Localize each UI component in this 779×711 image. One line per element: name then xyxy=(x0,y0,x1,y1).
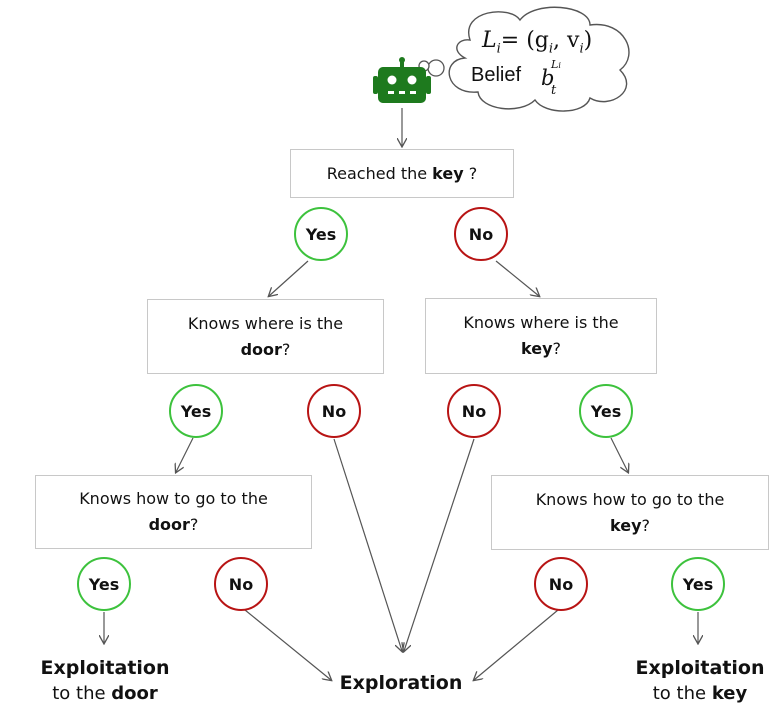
edge-no-rightmid xyxy=(495,260,539,296)
belief-sup: L xyxy=(551,58,559,71)
node-knows-how-key-line2: key? xyxy=(610,515,650,535)
thought-bubble-large xyxy=(427,59,445,77)
thought-cloud xyxy=(418,6,630,112)
formula-rhs: = (g xyxy=(500,28,549,53)
belief-symbol: b xyxy=(541,66,555,90)
formula-lhs: L xyxy=(482,28,497,53)
outcome-exploit-key-title: Exploitation xyxy=(635,657,765,679)
outcome-exploit-door-sub: to the door xyxy=(52,683,158,704)
outcome-exploit-key-sub: to the key xyxy=(652,683,748,704)
outcome-exploration-title: Exploration xyxy=(339,672,463,694)
formula-lhs-sub: i xyxy=(496,41,501,57)
formula-v-sub: i xyxy=(579,41,584,57)
node-knows-where-door-line1: Knows where is the xyxy=(187,313,344,333)
goal-formula: Li= (gi, vi) xyxy=(482,28,592,56)
outcome-exploit-key: Exploitation to the key xyxy=(625,655,775,707)
belief-sup-sub: i xyxy=(558,61,561,70)
outcome-exploit-door-title: Exploitation xyxy=(40,657,170,679)
edge-yes-rightlow xyxy=(610,437,628,472)
answer-no-where-key: No xyxy=(447,384,501,438)
node-knows-how-door-line2: door? xyxy=(148,515,199,534)
edge-no-leftlow-exploration xyxy=(244,609,331,680)
node-knows-how-key: Knows how to go to the key? xyxy=(491,475,769,550)
answer-no-root: No xyxy=(454,207,508,261)
node-knows-where-door-line2: door? xyxy=(240,339,291,359)
node-reached-key-text: Reached the key ? xyxy=(326,163,478,183)
node-knows-where-key-line2: key? xyxy=(521,339,561,358)
outcome-exploit-door: Exploitation to the door xyxy=(30,655,180,707)
node-knows-where-key: Knows where is the key? xyxy=(425,298,657,374)
node-knows-how-key-line1: Knows how to go to the xyxy=(535,489,725,509)
belief-label: Belief xyxy=(471,64,522,86)
node-knows-how-door: Knows how to go to the door? xyxy=(35,475,312,549)
edge-no-rightlow-exploration xyxy=(474,609,559,680)
answer-yes-where-door: Yes xyxy=(169,384,223,438)
formula-close: ) xyxy=(583,28,593,53)
belief-symbol-group: b xyxy=(541,66,554,90)
node-reached-key: Reached the key ? xyxy=(290,149,514,198)
connectors xyxy=(104,108,698,680)
answer-yes-where-key: Yes xyxy=(579,384,633,438)
answer-no-how-key: No xyxy=(534,557,588,611)
edge-no-left-exploration xyxy=(333,438,402,651)
answer-yes-how-door: Yes xyxy=(77,557,131,611)
node-knows-how-door-line1: Knows how to go to the xyxy=(79,489,268,508)
formula-comma: , v xyxy=(553,28,580,53)
formula-g-sub: i xyxy=(548,41,554,57)
belief-sup-group: Li xyxy=(551,58,561,71)
answer-no-how-door: No xyxy=(214,557,268,611)
answer-no-where-door: No xyxy=(307,384,361,438)
outcome-exploration: Exploration xyxy=(330,670,472,696)
edge-yes-leftmid xyxy=(269,260,309,296)
belief-sub: t xyxy=(551,83,557,98)
answer-yes-how-key: Yes xyxy=(671,557,725,611)
edge-yes-leftlow xyxy=(176,437,194,472)
edge-no-right-exploration xyxy=(404,438,475,651)
node-knows-where-key-line1: Knows where is the xyxy=(463,313,619,332)
robot-icon xyxy=(373,57,431,103)
node-knows-where-door: Knows where is the door? xyxy=(147,299,384,374)
answer-yes-root: Yes xyxy=(294,207,348,261)
